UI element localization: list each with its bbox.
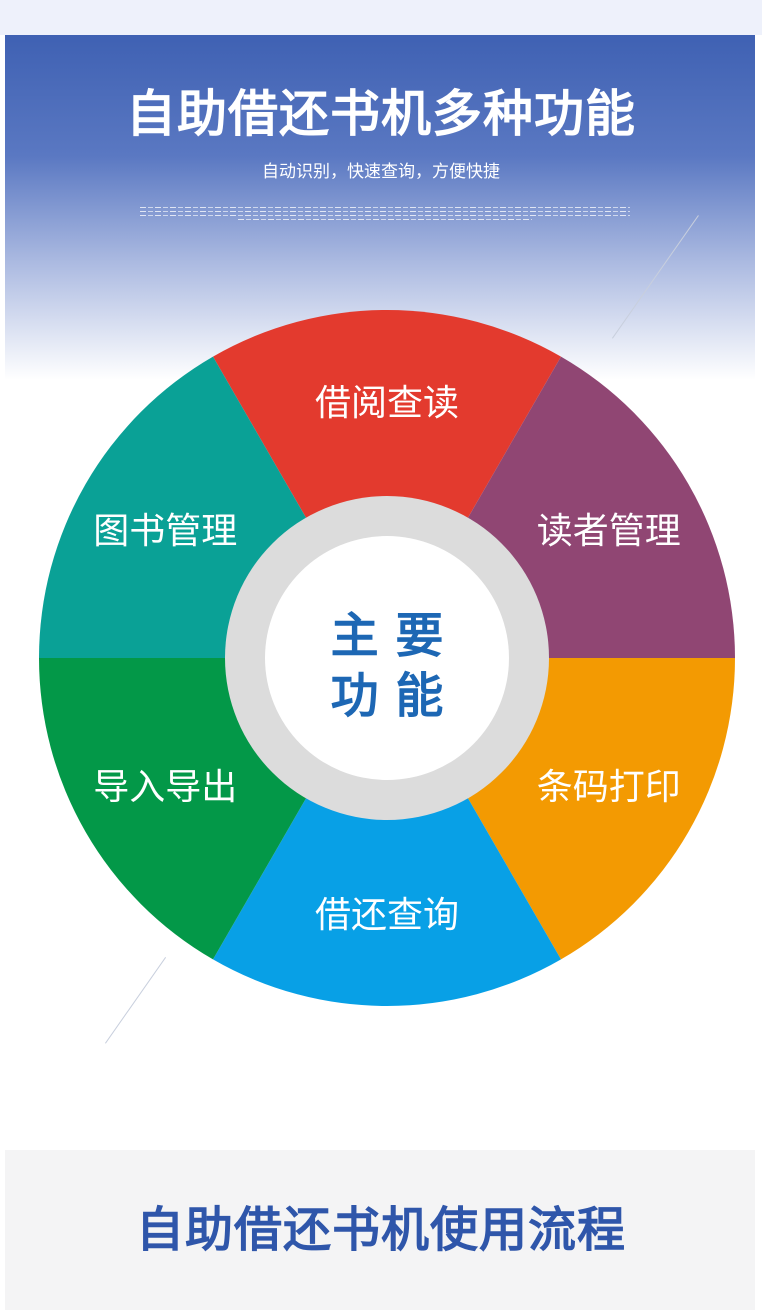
top-strip <box>0 0 762 35</box>
label-import-export: 导入导出 <box>93 767 237 808</box>
label-barcode-print: 条码打印 <box>537 767 681 808</box>
decorative-fine-print <box>140 204 630 226</box>
fine-print-line <box>140 215 630 216</box>
page-subtitle: 自动识别，快速查询，方便快捷 <box>262 162 500 182</box>
fine-print-line <box>140 211 630 212</box>
segment-borrow-read <box>213 309 561 658</box>
page-title: 自助借还书机多种功能 <box>126 85 636 143</box>
fine-print-line <box>238 219 532 220</box>
segment-borrow-return-query <box>213 658 561 1006</box>
label-borrow-read: 借阅查读 <box>315 383 459 424</box>
fine-print-line <box>140 207 630 208</box>
center-label-line-1: 主 要 <box>331 608 444 664</box>
section-title: 自助借还书机使用流程 <box>135 1202 626 1258</box>
label-book-management: 图书管理 <box>93 511 237 552</box>
label-reader-management: 读者管理 <box>537 511 681 552</box>
section-band <box>5 1150 755 1310</box>
label-borrow-return-query: 借还查询 <box>315 895 459 936</box>
center-label-line-2: 功 能 <box>331 668 444 724</box>
center-disc <box>265 536 509 780</box>
